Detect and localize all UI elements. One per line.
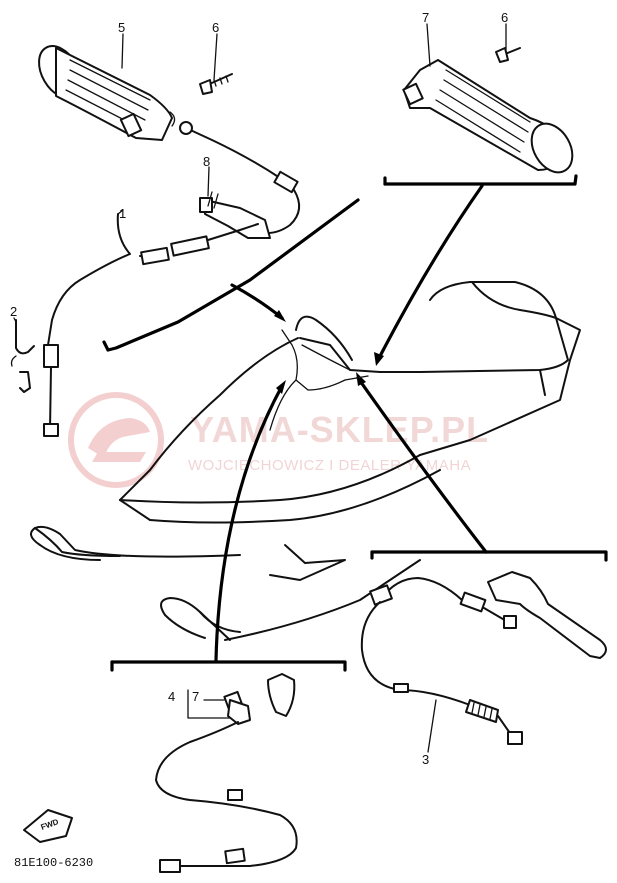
callout-7-right: 6 (501, 10, 508, 25)
callout-6-left: 5 (118, 20, 125, 35)
pointer-arrows (214, 184, 488, 662)
callout-labels: 5 6 8 1 2 7 6 3 4 7 (10, 10, 508, 767)
callout-leaders (13, 23, 507, 753)
callout-7-left: 6 (212, 20, 219, 35)
part-switch (179, 121, 301, 239)
callout-3: 3 (422, 752, 429, 767)
part-clip (10, 319, 35, 393)
watermark: YAMA-SKLEP.PL WOJCIECHOWICZ I DEALER YAM… (68, 392, 489, 488)
bracket-right-lower (370, 550, 608, 562)
part-throttle-cable (43, 213, 259, 437)
forward-arrow-icon (23, 809, 73, 843)
part-code: 81E100-6230 (14, 856, 93, 870)
watermark-logo (68, 392, 164, 488)
bracket-left-upper (106, 198, 360, 352)
forward-marker: FWD (23, 809, 73, 843)
part-brake-cable (360, 571, 607, 745)
callout-6-right: 7 (422, 10, 429, 25)
snowmobile-outline (30, 281, 581, 641)
callout-8: 8 (203, 154, 210, 169)
watermark-sub-text: WOJCIECHOWICZ I DEALER YAMAHA (188, 457, 471, 474)
part-kill-switch (155, 673, 298, 873)
bracket-boxes (102, 174, 608, 672)
watermark-main-text: YAMA-SKLEP.PL (190, 409, 489, 450)
callout-5: 7 (192, 689, 199, 704)
part-grip-right (402, 59, 574, 174)
callout-2: 2 (10, 304, 17, 319)
part-screw-left (199, 73, 233, 95)
bracket-left-lower (110, 660, 347, 672)
part-screw-right (495, 47, 521, 63)
bracket-right-upper (383, 174, 578, 186)
callout-4: 4 (168, 689, 175, 704)
callout-1: 1 (119, 206, 126, 221)
part-grip-left (38, 45, 176, 141)
